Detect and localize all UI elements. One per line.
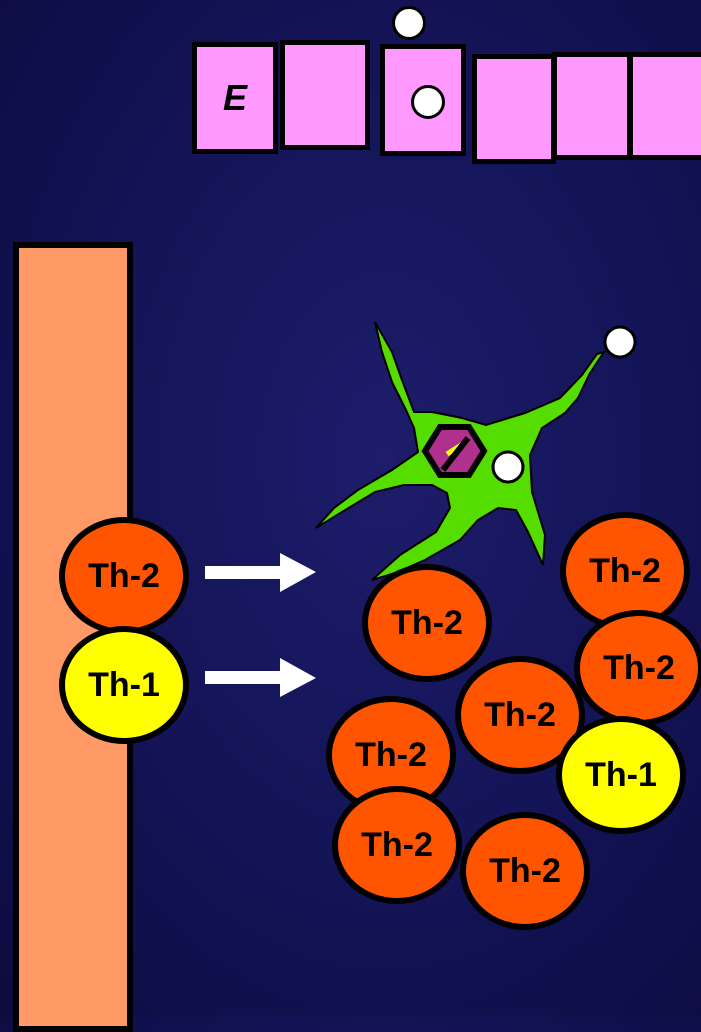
cell-label: Th-1 (585, 756, 657, 795)
cell-label: Th-2 (589, 552, 661, 591)
cell-label: Th-2 (391, 604, 463, 643)
antigen-particle (605, 327, 635, 357)
antigen-particle (493, 452, 523, 482)
th2-cell: Th-2 (362, 564, 492, 682)
th1-cell: Th-1 (556, 716, 686, 834)
migration-arrow-th1 (205, 658, 316, 697)
th2-cell-vessel: Th-2 (59, 517, 189, 635)
migration-arrow-th2 (205, 553, 316, 592)
th2-cell: Th-2 (332, 786, 462, 904)
cell-label: Th-1 (88, 666, 160, 705)
cell-label: Th-2 (489, 852, 561, 891)
th1-cell-vessel: Th-1 (59, 626, 189, 744)
cell-label: Th-2 (484, 696, 556, 735)
th2-cell: Th-2 (574, 610, 701, 726)
cell-label: Th-2 (88, 557, 160, 596)
cell-label: Th-2 (603, 649, 675, 688)
cell-label: Th-2 (361, 826, 433, 865)
th2-cell: Th-2 (460, 812, 590, 930)
cell-label: Th-2 (355, 736, 427, 775)
